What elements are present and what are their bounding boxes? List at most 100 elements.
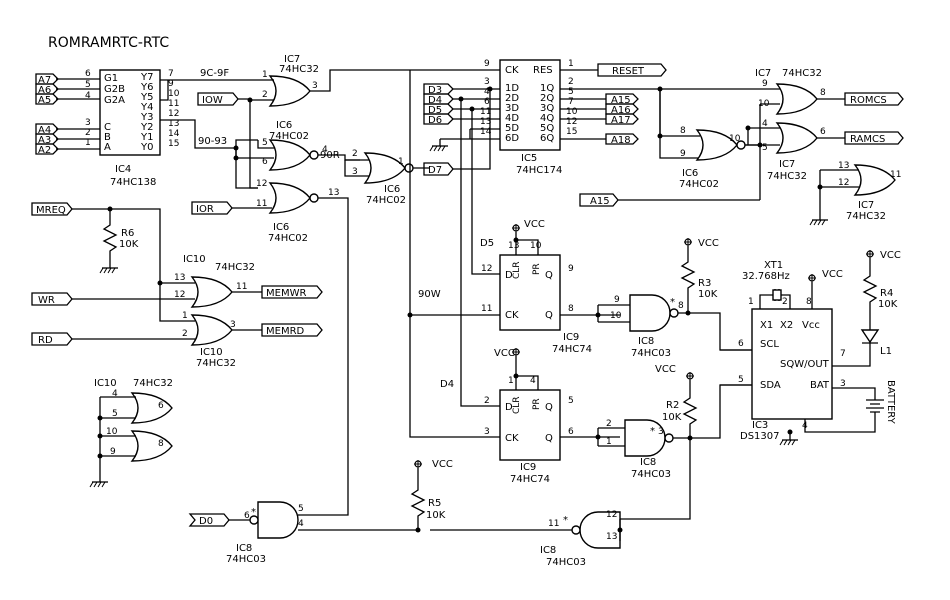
port-a17: A17 xyxy=(611,115,631,126)
ic5-latch: CK RES 1D 2D 3D 4D 5D 6D 1Q 2Q 3Q 4Q 5Q … xyxy=(480,59,578,176)
ic5-5q: 5Q xyxy=(540,123,554,134)
ic8-a-part: 74HC03 xyxy=(631,348,671,359)
ic9b-pin-qn: 6 xyxy=(568,427,574,437)
ic9a-pin-ck: 11 xyxy=(481,304,492,314)
ic5-5d: 5D xyxy=(505,123,519,134)
ic9b-pin-q: 5 xyxy=(568,396,574,406)
ic9a-qn: Q xyxy=(545,310,553,321)
port-a15-out: A15 xyxy=(611,95,631,106)
ic9a-ref: IC9 xyxy=(563,332,579,343)
ic5-pinno-d4: 11 xyxy=(480,107,491,117)
port-reset: RESET xyxy=(612,66,645,77)
ic9a-pin-d: 12 xyxy=(481,264,492,274)
ic6-b-out: 1 xyxy=(398,157,404,167)
ic8-c-out: 6 xyxy=(244,511,250,521)
led-ref: L1 xyxy=(880,346,892,357)
ic7-top-part: 74HC32 xyxy=(279,64,319,75)
r4-ref: R4 xyxy=(880,288,893,299)
ic6-nor-gate-b xyxy=(344,152,430,184)
ic4-pin-g2a: G2A xyxy=(104,95,125,106)
ic3-x1: X1 xyxy=(760,320,773,331)
ic7-r1-in2: 10 xyxy=(758,99,770,109)
ic4-pin-y0: Y0 xyxy=(140,142,153,153)
ic4-pin-y6: Y6 xyxy=(140,82,153,93)
ic10-a-in2: 12 xyxy=(174,290,185,300)
ic4-ref: IC4 xyxy=(115,164,131,175)
ic9a-pin-pr: 10 xyxy=(530,241,542,251)
ic3-pin-sda: 5 xyxy=(738,375,744,385)
ic6-nor-gate-a xyxy=(257,139,360,171)
ic8-d-out: 11 xyxy=(548,519,559,529)
ic6-a-out: 4 xyxy=(322,145,328,155)
ic5-3d: 3D xyxy=(505,103,519,114)
ic3-scl: SCL xyxy=(760,339,779,350)
ic7-r2-out: 6 xyxy=(820,127,826,137)
ic6-r-in1: 8 xyxy=(680,126,686,136)
ic4-pinno-13: 13 xyxy=(168,119,179,129)
ic8-a-out: 8 xyxy=(678,301,684,311)
port-romcs: ROMCS xyxy=(850,95,887,106)
ic6-r-in2: 9 xyxy=(680,149,686,159)
vcc-ic9b: VCC xyxy=(494,348,515,359)
ic10-a-part: 74HC32 xyxy=(215,262,255,273)
port-a16: A16 xyxy=(611,105,631,116)
ic5-pinno-q2: 5 xyxy=(568,87,574,97)
net-d5: D5 xyxy=(480,238,494,249)
r5-ref: R5 xyxy=(428,498,441,509)
ic7-or-gate-right-1 xyxy=(660,83,904,200)
r6-value: 10K xyxy=(119,239,139,250)
ic4-pinno-12: 12 xyxy=(168,109,179,119)
ic5-pinno-q1: 2 xyxy=(568,77,574,87)
ic9b-pr: PR xyxy=(532,398,542,410)
ic5-pinno-q5: 12 xyxy=(566,117,577,127)
ic5-part: 74HC174 xyxy=(516,165,562,176)
ic4-pin-g2b: G2B xyxy=(104,84,125,95)
ic9b-part: 74HC74 xyxy=(510,474,550,485)
ic5-pinno-q3: 7 xyxy=(568,97,574,107)
ic9b-d: D xyxy=(505,402,513,413)
ic4-pinno-6: 6 xyxy=(85,69,91,79)
r2-pullup xyxy=(682,371,698,438)
ic4-pin-a: A xyxy=(104,142,111,153)
net-d4: D4 xyxy=(440,379,454,390)
ic3-rtc: X1 X2 Vcc SCL SQW/OUT SDA BAT 1 2 8 6 7 … xyxy=(738,297,846,442)
ic9a-pin-qn: 8 xyxy=(568,304,574,314)
port-d0: D0 xyxy=(199,516,213,527)
ic8-c-in2: 4 xyxy=(298,519,304,529)
r6-ref: R6 xyxy=(121,228,134,239)
ic7-r1-out: 8 xyxy=(820,88,826,98)
port-d3: D3 xyxy=(428,85,442,96)
r3-value: 10K xyxy=(698,289,718,300)
ic4-pin-y4: Y4 xyxy=(140,102,153,113)
ic5-4q: 4Q xyxy=(540,113,554,124)
ic4-pin-y3: Y3 xyxy=(140,112,153,123)
ic4-part: 74HC138 xyxy=(110,177,156,188)
ic9b-clr: CLR xyxy=(512,396,522,414)
xt1-value: 32.768Hz xyxy=(742,271,790,282)
battery-label: BATTERY xyxy=(885,380,896,425)
ic8-b-out: 3 xyxy=(658,427,664,437)
ic4-pin-y7: Y7 xyxy=(140,72,153,83)
ic4-pinno-2: 2 xyxy=(85,128,91,138)
ic10-b-in2: 2 xyxy=(182,329,188,339)
battery-symbol xyxy=(866,399,884,413)
ic7-r3-in2: 12 xyxy=(838,178,849,188)
r4-led xyxy=(860,249,880,350)
ic7-top-ref: IC7 xyxy=(284,54,300,65)
ic5-3q: 3Q xyxy=(540,103,554,114)
ic6-c-in1: 12 xyxy=(256,179,267,189)
ic10-b-ref: IC10 xyxy=(200,347,223,358)
ic10-b-in1: 1 xyxy=(182,311,188,321)
ic5-4d: 4D xyxy=(505,113,519,124)
ic8-a-star: * xyxy=(670,297,675,308)
ic6-b-in1: 2 xyxy=(352,149,358,159)
port-d5: D5 xyxy=(428,105,442,116)
ic8-nand-gate-c xyxy=(188,501,418,539)
ic6-r-ref: IC6 xyxy=(682,168,698,179)
ic3-pin-sqw: 7 xyxy=(840,349,846,359)
port-memrd: MEMRD xyxy=(266,326,305,337)
ic9b-ref: IC9 xyxy=(520,462,536,473)
ic3-sqw: SQW/OUT xyxy=(780,359,830,370)
port-mreq: MREQ xyxy=(36,205,66,216)
ic4-pin-y1: Y1 xyxy=(140,132,153,143)
